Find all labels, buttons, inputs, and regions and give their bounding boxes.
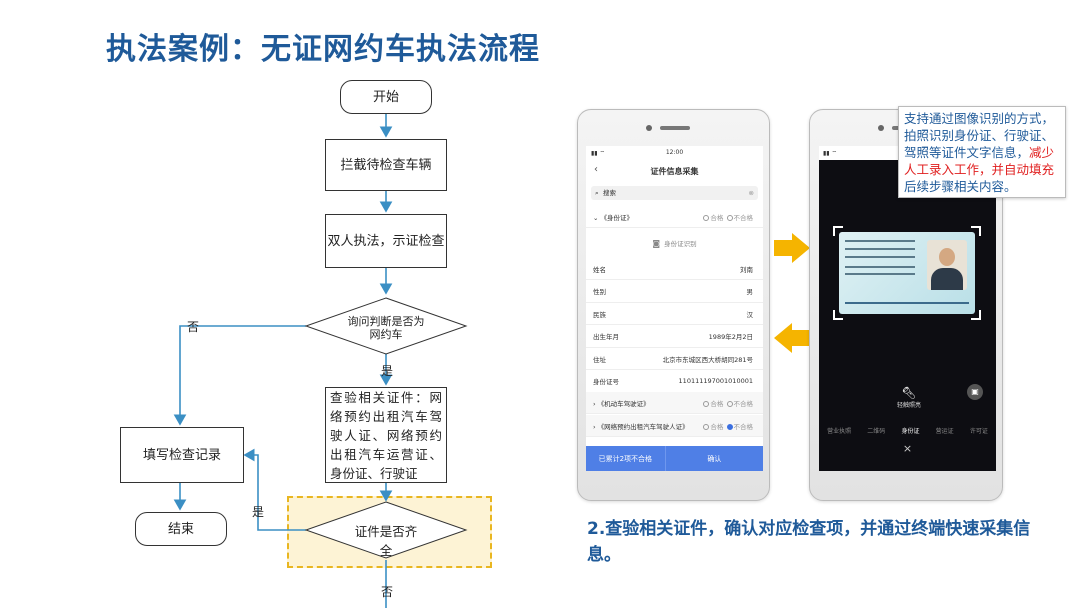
phone-form-screen: 12:00 ▮▮ ⌔ ‹ 证件信息采集 ⌕ 搜索 ⊗ ⌄ 《身份证》 合格 不合… <box>586 146 763 471</box>
radio-ok[interactable] <box>703 215 709 221</box>
field-value: 北京市东城区西大桥胡同281号 <box>663 354 753 364</box>
form-field-row[interactable]: 姓名 刘南 <box>586 258 763 280</box>
flashlight-icon: 🔦︎ <box>889 386 929 400</box>
field-value: 刘南 <box>740 264 753 274</box>
form-field-row[interactable]: 性别 男 <box>586 281 763 303</box>
id-scan-label: 身份证识别 <box>664 238 697 248</box>
form-field-row[interactable]: 住址 北京市东城区西大桥胡同281号 <box>586 348 763 370</box>
scan-tab[interactable]: 营运证 <box>936 426 954 435</box>
clear-icon[interactable]: ⊗ <box>749 186 754 200</box>
flow-record: 填写检查记录 <box>120 427 244 483</box>
section-driver-license[interactable]: › 《网络预约出租汽车驾驶人证》 合格 不合格 <box>586 415 763 437</box>
yes-label-1: 是 <box>381 362 393 379</box>
field-label: 住址 <box>593 354 606 364</box>
field-value: 110111197001010001 <box>679 377 753 385</box>
phone-form: 12:00 ▮▮ ⌔ ‹ 证件信息采集 ⌕ 搜索 ⊗ ⌄ 《身份证》 合格 不合… <box>577 109 770 501</box>
flow-step-check-docs: 查验相关证件：网络预约出租汽车驾驶人证、网络预约出租汽车运营证、身份证、行驶证 <box>325 387 447 483</box>
portrait-photo <box>927 240 967 290</box>
no-label-2: 否 <box>381 583 393 600</box>
id-card-image <box>839 232 975 314</box>
form-header: 证件信息采集 <box>586 166 763 177</box>
flow-step-show-id: 双人执法，示证检查 <box>325 214 447 268</box>
field-label: 出生年月 <box>593 331 619 341</box>
search-placeholder: 搜索 <box>603 189 616 197</box>
form-field-row[interactable]: 身份证号 110111197001010001 <box>586 371 763 393</box>
ocr-annotation: 支持通过图像识别的方式，拍照识别身份证、行驶证、驾照等证件文字信息，减少人工录入… <box>898 106 1066 198</box>
decision1-label: 询问判断是否为网约车 <box>346 315 426 341</box>
arrow-decision1-no <box>180 326 306 424</box>
form-field-row[interactable]: 出生年月 1989年2月2日 <box>586 326 763 348</box>
caption: 2.查验相关证件，确认对应检查项，并通过终端快速采集信息。 <box>587 516 1037 568</box>
scan-tab[interactable]: 营业执照 <box>827 426 851 435</box>
field-label: 民族 <box>593 309 606 319</box>
note-text-2: 后续步骤相关内容。 <box>904 179 1017 194</box>
field-value: 汉 <box>747 309 754 319</box>
scan-tab[interactable]: 二维码 <box>867 426 885 435</box>
bottom-bar: 已累计2项不合格 确认 <box>586 446 763 471</box>
search-field[interactable]: ⌕ 搜索 ⊗ <box>591 186 758 200</box>
flow-end: 结束 <box>135 512 227 546</box>
no-label-1: 否 <box>187 318 199 335</box>
decision2-label: 证件是否齐全 <box>351 521 421 559</box>
gallery-icon[interactable]: ▣ <box>967 384 983 400</box>
camera-icon: ◙ <box>652 239 660 248</box>
flashlight-toggle[interactable]: 🔦︎ 轻触照亮 <box>889 386 929 409</box>
section-vehicle-label: 《机动车驾驶证》 <box>598 400 650 408</box>
section-driver-label: 《网络预约出租汽车驾驶人证》 <box>598 423 689 431</box>
status-button[interactable]: 已累计2项不合格 <box>586 446 666 471</box>
close-icon[interactable]: × <box>819 442 996 455</box>
confirm-button[interactable]: 确认 <box>666 446 763 471</box>
yes-label-2: 是 <box>252 503 264 520</box>
field-label: 姓名 <box>593 264 606 274</box>
scan-type-tabs: 营业执照 二维码 身份证 营运证 许可证 <box>819 426 996 435</box>
field-label: 身份证号 <box>593 376 619 386</box>
scan-frame <box>833 226 981 320</box>
section-id-card[interactable]: ⌄ 《身份证》 合格 不合格 <box>586 206 763 228</box>
section-vehicle-license[interactable]: › 《机动车驾驶证》 合格 不合格 <box>586 392 763 414</box>
not-ok-label: 不合格 <box>734 214 754 222</box>
ok-label: 合格 <box>710 214 723 222</box>
flow-start: 开始 <box>340 80 432 114</box>
search-icon: ⌕ <box>595 186 599 200</box>
chevron-down-icon: ⌄ <box>593 214 601 222</box>
radio-not-ok[interactable] <box>727 215 733 221</box>
form-field-row[interactable]: 民族 汉 <box>586 303 763 325</box>
field-value: 1989年2月2日 <box>709 331 753 341</box>
arrow-right-icon <box>772 232 812 264</box>
section-id-label: 《身份证》 <box>601 214 634 222</box>
field-label: 性别 <box>593 286 606 296</box>
flash-label: 轻触照亮 <box>889 400 929 409</box>
flow-step-intercept: 拦截待检查车辆 <box>325 139 447 191</box>
scan-tab[interactable]: 身份证 <box>901 426 919 435</box>
signal-icon: ▮▮ ⌔ <box>591 149 605 157</box>
arrow-left-icon <box>772 322 812 354</box>
status-time: 12:00 <box>586 149 763 156</box>
id-scan-button[interactable]: ◙ 身份证识别 <box>586 232 763 254</box>
field-value: 男 <box>747 286 754 296</box>
scan-tab[interactable]: 许可证 <box>970 426 988 435</box>
